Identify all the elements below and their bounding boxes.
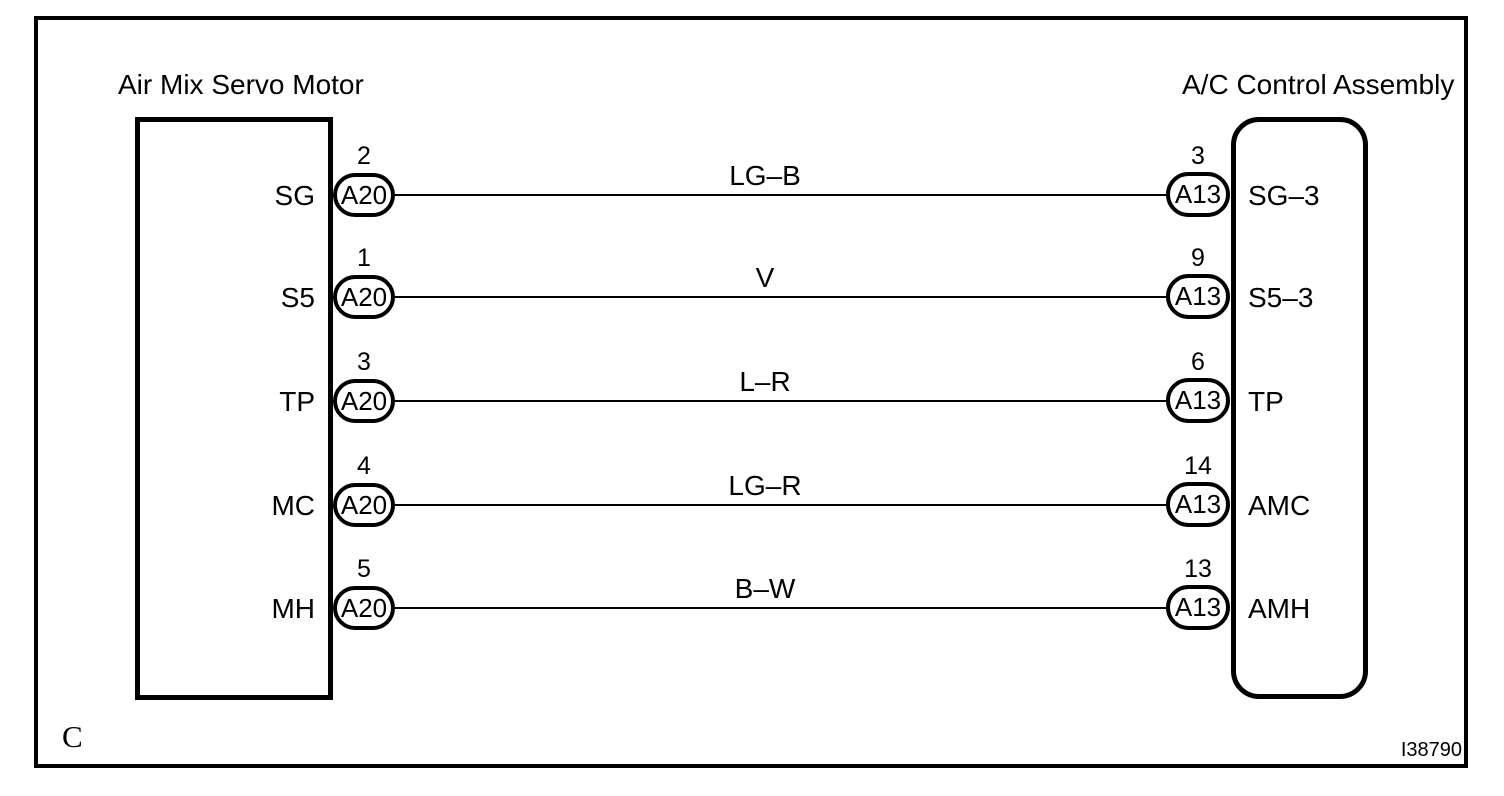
right-pin-number: 14: [1184, 452, 1212, 480]
left-pin-label: SG: [274, 180, 315, 211]
ac-control-assembly-box: [1231, 117, 1368, 699]
left-pin-number: 5: [357, 555, 371, 583]
left-pin-number: 4: [357, 452, 371, 480]
right-connector-oval: A13: [1166, 585, 1230, 630]
right-connector-oval: A13: [1166, 482, 1230, 527]
left-pin-label: MC: [271, 490, 315, 521]
left-pin-number: 3: [357, 348, 371, 376]
right-connector-oval: A13: [1166, 274, 1230, 319]
right-connector-oval: A13: [1166, 378, 1230, 423]
right-pin-label: S5–3: [1248, 282, 1314, 313]
wiring-row: S5 1 V A20 9 A13 S5–3: [0, 245, 1504, 355]
left-pin-label: S5: [280, 282, 315, 313]
left-pin-label: TP: [279, 386, 315, 417]
right-connector-oval: A13: [1166, 172, 1230, 217]
right-pin-label: AMC: [1248, 490, 1311, 521]
wire-color-label: B–W: [734, 573, 796, 604]
left-pin-number: 2: [357, 142, 371, 170]
wire-color-label: LG–R: [728, 470, 802, 501]
right-pin-number: 13: [1184, 555, 1212, 583]
left-component-title: Air Mix Servo Motor: [118, 69, 364, 100]
right-pin-number: 9: [1191, 244, 1205, 272]
wiring-row: MC 4 LG–R A20 14 A13 AMC: [0, 453, 1504, 563]
wire-color-label: L–R: [739, 366, 791, 397]
wire-line: [395, 400, 1169, 402]
left-connector-oval: A20: [333, 379, 395, 423]
right-pin-label: SG–3: [1248, 180, 1320, 211]
wire-color-label: LG–B: [729, 160, 801, 191]
air-mix-servo-motor-box: [135, 117, 333, 700]
right-pin-label: AMH: [1248, 593, 1311, 624]
wire-line: [395, 194, 1169, 196]
right-pin-number: 6: [1191, 348, 1205, 376]
left-connector-oval: A20: [333, 586, 395, 630]
section-label: C: [62, 719, 83, 754]
right-component-title: A/C Control Assembly: [1182, 69, 1455, 100]
wire-line: [395, 504, 1169, 506]
wiring-row: TP 3 L–R A20 6 A13 TP: [0, 349, 1504, 459]
wire-line: [395, 296, 1169, 298]
right-pin-label: TP: [1248, 386, 1284, 417]
left-connector-oval: A20: [333, 483, 395, 527]
wiring-row: SG 2 LG–B A20 3 A13 SG–3: [0, 143, 1504, 253]
wire-color-label: V: [755, 262, 775, 293]
left-pin-label: MH: [271, 593, 315, 624]
left-connector-oval: A20: [333, 275, 395, 319]
wiring-row: MH 5 B–W A20 13 A13 AMH: [0, 556, 1504, 666]
figure-id: I38790: [1400, 739, 1462, 761]
left-pin-number: 1: [357, 244, 371, 272]
left-connector-oval: A20: [333, 173, 395, 217]
right-pin-number: 3: [1191, 142, 1205, 170]
wire-line: [395, 607, 1169, 609]
